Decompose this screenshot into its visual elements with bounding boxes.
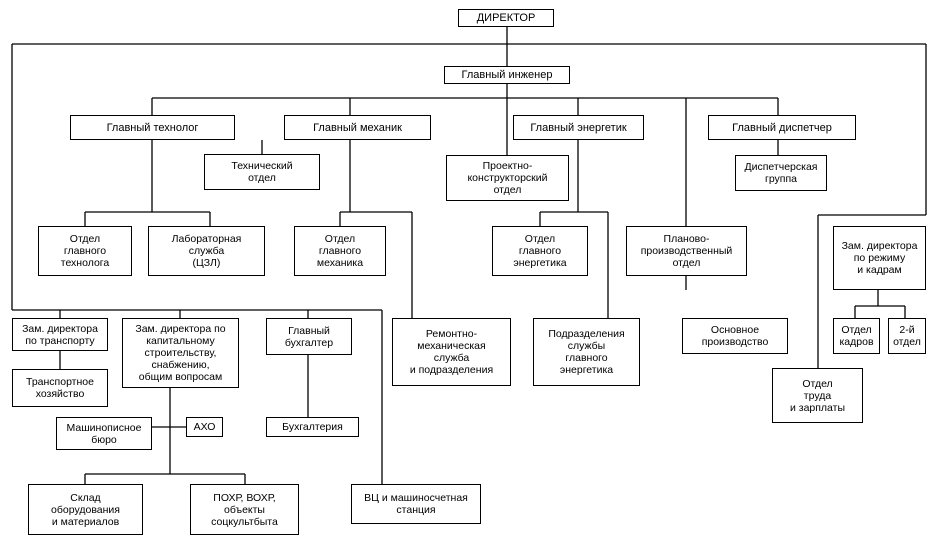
chief-power-dept-box: Отдел главного энергетика <box>492 226 588 276</box>
power-service-units-box: Подразделения службы главного энергетика <box>533 318 640 386</box>
chief-engineer-box: Главный инженер <box>444 66 570 84</box>
accounting-box: Бухгалтерия <box>266 417 359 437</box>
computing-center-box: ВЦ и машиносчетная станция <box>351 484 481 524</box>
typing-bureau-box: Машинописное бюро <box>56 417 152 450</box>
repair-mech-service-box: Ремонтно- механическая служба и подразде… <box>392 318 511 386</box>
lab-service-box: Лабораторная служба (ЦЗЛ) <box>148 226 265 276</box>
deputy-transport-box: Зам. директора по транспорту <box>12 318 108 351</box>
chief-accountant-box: Главный бухгалтер <box>266 318 352 355</box>
design-dept-box: Проектно- конструкторский отдел <box>446 155 569 201</box>
chief-mechanic-dept-box: Отдел главного механика <box>294 226 386 276</box>
deputy-regime-personnel-box: Зам. директора по режиму и кадрам <box>833 226 926 290</box>
labor-wages-dept-box: Отдел труда и зарплаты <box>772 368 863 423</box>
security-social-box: ПОХР, ВОХР, объекты соцкультбыта <box>190 484 299 535</box>
chief-mechanic-box: Главный механик <box>284 115 431 140</box>
deputy-construction-box: Зам. директора по капитальному строитель… <box>122 318 239 388</box>
director-box: ДИРЕКТОР <box>458 9 554 27</box>
chief-dispatcher-box: Главный диспетчер <box>708 115 856 140</box>
chief-technologist-dept-box: Отдел главного технолога <box>38 226 132 276</box>
planning-dept-box: Планово- производственный отдел <box>626 226 747 276</box>
dispatch-group-box: Диспетчерская группа <box>735 155 827 191</box>
technical-dept-box: Технический отдел <box>204 154 320 190</box>
transport-facility-box: Транспортное хозяйство <box>12 369 108 407</box>
chief-power-engineer-box: Главный энергетик <box>513 115 644 140</box>
main-production-box: Основное производство <box>682 318 788 354</box>
aho-box: АХО <box>186 417 223 437</box>
personnel-dept-box: Отдел кадров <box>833 318 880 354</box>
second-dept-box: 2-й отдел <box>888 318 926 354</box>
chief-technologist-box: Главный технолог <box>70 115 235 140</box>
equipment-warehouse-box: Склад оборудования и материалов <box>28 484 143 535</box>
